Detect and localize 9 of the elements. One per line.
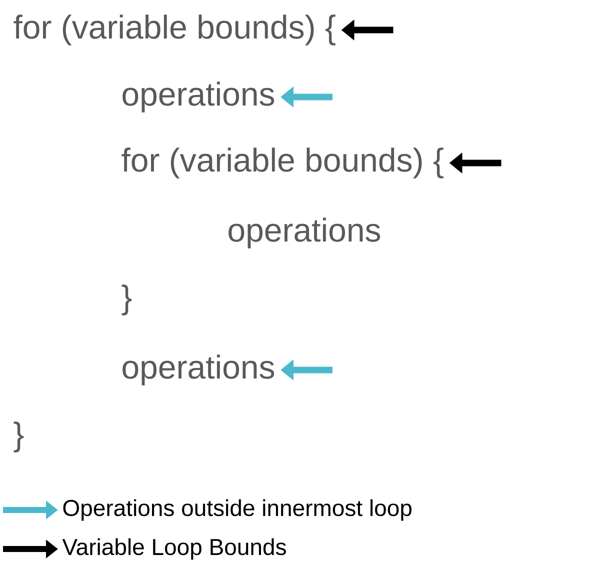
code-line: }	[122, 284, 132, 316]
code-line: }	[14, 422, 24, 452]
code-line: operations	[228, 218, 380, 248]
code-line: operations	[122, 354, 274, 386]
legend-text: Operations outside innermost loop	[63, 499, 412, 521]
code-line: operations	[122, 82, 274, 112]
code-line: for (variable bounds) {	[14, 14, 336, 46]
code-line: for (variable bounds) {	[122, 148, 444, 178]
legend-text: Variable Loop Bounds	[62, 538, 286, 560]
